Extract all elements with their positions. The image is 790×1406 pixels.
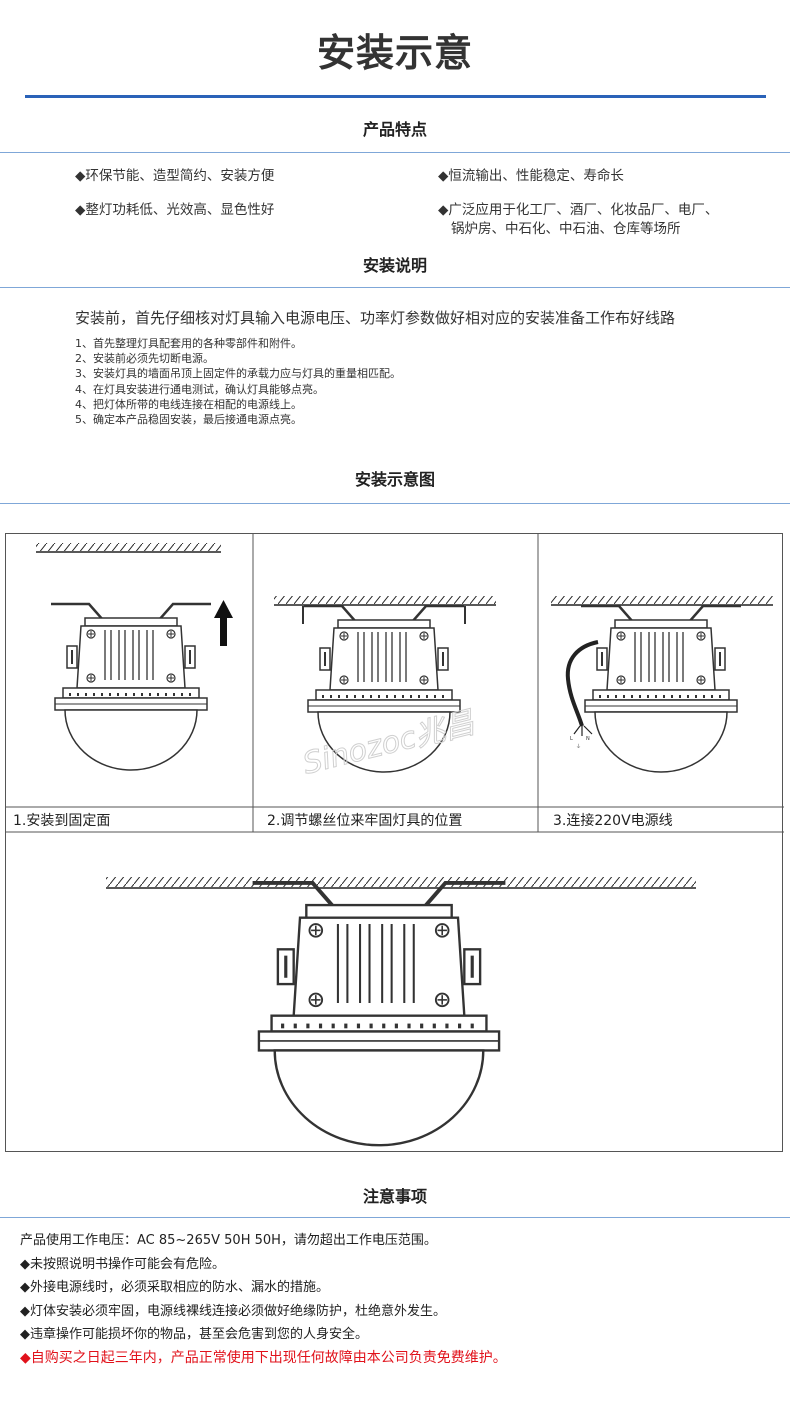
ceiling-hatch — [36, 543, 221, 553]
note-line: ◆灯体安装必须牢固，电源线裸线连接必须做好绝缘防护，杜绝意外发生。 — [20, 1303, 446, 1319]
diagram-title: 安装示意图 — [354, 470, 435, 489]
notes-divider — [0, 1217, 790, 1218]
instructions-intro: 安装前，首先仔细核对灯具输入电源电压、功率灯参数做好相对应的安装准备工作布好线路 — [75, 309, 676, 327]
installation-diagram: L N ⏚ Sinozoc兆昌 — [5, 533, 784, 1152]
page-title: 安装示意 — [316, 31, 473, 75]
ceiling-hatch — [106, 877, 696, 889]
instruction-step: 2、安装前必须先切断电源。 — [75, 352, 214, 366]
notes-title: 注意事项 — [362, 1187, 427, 1206]
note-line: ◆未按照说明书操作可能会有危险。 — [20, 1256, 225, 1272]
feature-item: ◆恒流输出、性能稳定、寿命长 — [438, 168, 624, 184]
instructions-divider — [0, 287, 790, 288]
feature-item: ◆广泛应用于化工厂、酒厂、化妆品厂、电厂、 — [438, 202, 719, 218]
instruction-steps: 1、首先整理灯具配套用的各种零部件和附件。 2、安装前必须先切断电源。 3、安装… — [75, 336, 401, 427]
warranty-note: ◆自购买之日起三年内，产品正常使用下出现任何故障由本公司负责免费维护。 — [20, 1349, 507, 1366]
screw-icon — [302, 606, 466, 624]
features-divider — [0, 152, 790, 153]
instruction-step: 4、在灯具安装进行通电测试，确认灯具能够点亮。 — [75, 382, 324, 396]
instruction-step: 4、把灯体所带的电线连接在相配的电源线上。 — [75, 397, 302, 411]
wire-label-l: L — [570, 736, 573, 742]
diagram-drawing: L N ⏚ Sinozoc兆昌 — [6, 534, 784, 1148]
instruction-step: 1、首先整理灯具配套用的各种零部件和附件。 — [75, 337, 302, 350]
lamp-illustration — [49, 602, 213, 772]
feature-item-continued: 锅炉房、中石化、中石油、仓库等场所 — [451, 221, 681, 237]
lamp-illustration — [579, 604, 743, 774]
diagram-divider — [0, 503, 790, 504]
diagram-caption: 3.连接220V电源线 — [553, 813, 673, 829]
features-title: 产品特点 — [362, 120, 427, 139]
wire-label-n: N — [586, 736, 590, 742]
note-line: ◆外接电源线时，必须采取相应的防水、漏水的措施。 — [20, 1280, 329, 1296]
diagram-caption: 2.调节螺丝位来牢固灯具的位置 — [267, 813, 463, 829]
instruction-step: 3、安装灯具的墙面吊顶上固定件的承载力应与灯具的重量相匹配。 — [75, 367, 401, 381]
lamp-illustration-large — [250, 880, 508, 1148]
instruction-step: 5、确定本产品稳固安装，最后接通电源点亮。 — [75, 413, 302, 427]
title-underline — [25, 95, 766, 98]
ceiling-hatch — [274, 596, 496, 606]
instructions-title: 安装说明 — [362, 256, 427, 275]
power-cable-icon — [565, 640, 599, 736]
feature-item: ◆环保节能、造型简约、安装方便 — [75, 168, 275, 184]
ceiling-hatch — [551, 596, 773, 606]
note-line: 产品使用工作电压：AC 85~265V 50H 50H，请勿超出工作电压范围。 — [20, 1233, 437, 1248]
note-line: ◆违章操作可能损坏你的物品，甚至会危害到您的人身安全。 — [20, 1327, 368, 1343]
diagram-caption: 1.安装到固定面 — [13, 813, 111, 829]
notes-list: 产品使用工作电压：AC 85~265V 50H 50H，请勿超出工作电压范围。 … — [20, 1229, 507, 1371]
arrow-up-icon — [214, 600, 233, 646]
wire-label-ground: ⏚ — [576, 743, 581, 750]
feature-item: ◆整灯功耗低、光效高、显色性好 — [75, 202, 275, 218]
